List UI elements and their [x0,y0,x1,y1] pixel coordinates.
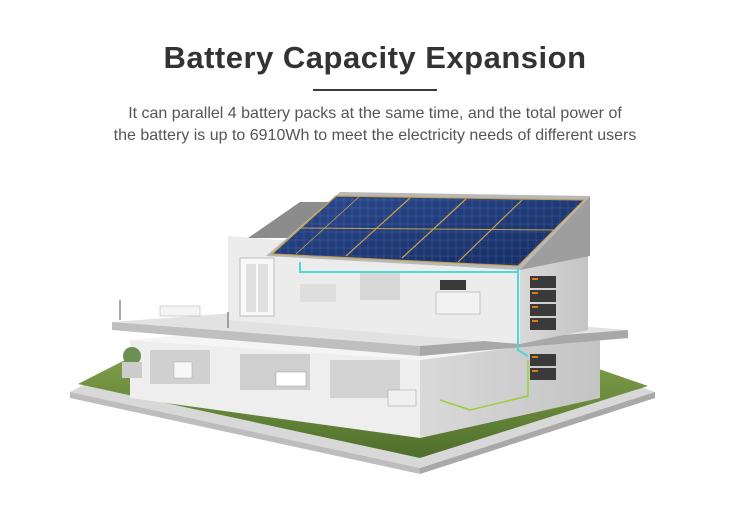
title-divider [313,89,437,91]
ground-cable [439,360,529,411]
subtitle-line-1: It can parallel 4 battery packs at the s… [128,105,622,122]
battery-packs [530,276,556,380]
page-subtitle: It can parallel 4 battery packs at the s… [80,103,670,147]
subtitle-line-2: the battery is up to 6910Wh to meet the … [113,127,637,144]
page-title: Battery Capacity Expansion [163,40,587,75]
solar-panel-array [270,195,586,267]
power-cable [299,262,529,357]
balcony-details [119,300,229,328]
